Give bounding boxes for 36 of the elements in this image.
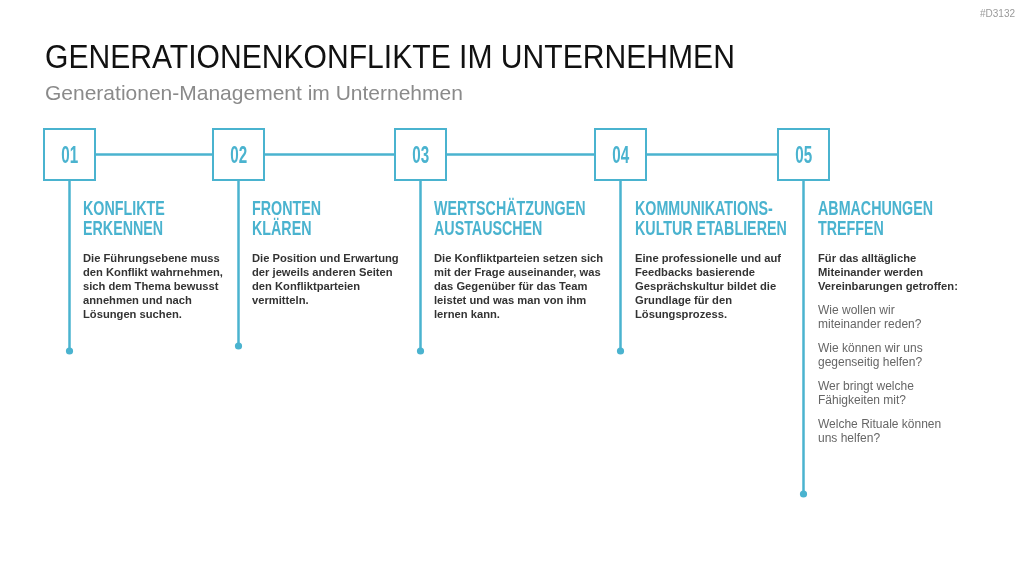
step-number: 03: [412, 142, 429, 167]
step-number: 02: [230, 142, 247, 167]
timeline-stem: [799, 181, 808, 498]
step-number: 01: [61, 142, 78, 167]
connector-line: [265, 153, 394, 156]
step-description: Die Führungsebene muss den Konflikt wahrnehmen, sich dem Thema bewusst annehmen und nach Lösungen suchen.: [83, 251, 223, 321]
number-box: [777, 128, 830, 181]
step-number: 04: [612, 142, 629, 167]
reference-code: #D3132: [979, 8, 1015, 20]
number-box: [43, 128, 96, 181]
step-description: Für das alltägliche Miteinander werden Vereinbarungen getroffen:: [818, 251, 959, 293]
timeline-stem: [616, 181, 625, 355]
timeline-stem: [65, 181, 74, 355]
question-text: Wie können wir uns gegenseitig helfen?: [818, 341, 924, 369]
step-number: 05: [795, 142, 812, 167]
step-heading: WERTSCHÄTZUNGEN AUSTAUSCHEN: [434, 198, 587, 238]
step-description: Die Konfliktparteien setzen sich mit der Frage auseinander, was das Gegenüber für das Team leistet und was man von ihm lernen kann.: [434, 251, 605, 321]
connector-line: [647, 153, 777, 156]
step-heading: KONFLIKTE ERKENNEN: [83, 198, 166, 238]
question-text: Welche Rituale können uns helfen?: [818, 417, 943, 445]
subtitle: Generationen-Management im Unternehmen: [45, 81, 463, 105]
step-heading: ABMACHUNGEN TREFFEN: [818, 198, 935, 238]
number-box: [394, 128, 447, 181]
number-box: [594, 128, 647, 181]
step-heading: FRONTEN KLÄREN: [252, 198, 322, 238]
connector-line: [96, 153, 212, 156]
timeline-stem: [416, 181, 425, 355]
title: GENERATIONENKONFLIKTE IM UNTERNEHMEN: [45, 37, 735, 76]
question-text: Wer bringt welche Fähigkeiten mit?: [818, 379, 915, 407]
timeline-stem: [234, 181, 243, 350]
step-description: Eine professionelle und auf Feedbacks basierende Gesprächskultur bildet die Grundlage für den Lösungsprozess.: [635, 251, 783, 321]
step-description: Die Position und Erwartung der jeweils anderen Seiten den Konfliktparteien vermitteln.: [252, 251, 400, 307]
connector-line: [447, 153, 594, 156]
step-heading: KOMMUNIKATIONS- KULTUR ETABLIEREN: [635, 198, 788, 238]
number-box: [212, 128, 265, 181]
question-text: Wie wollen wir miteinander reden?: [818, 303, 923, 331]
